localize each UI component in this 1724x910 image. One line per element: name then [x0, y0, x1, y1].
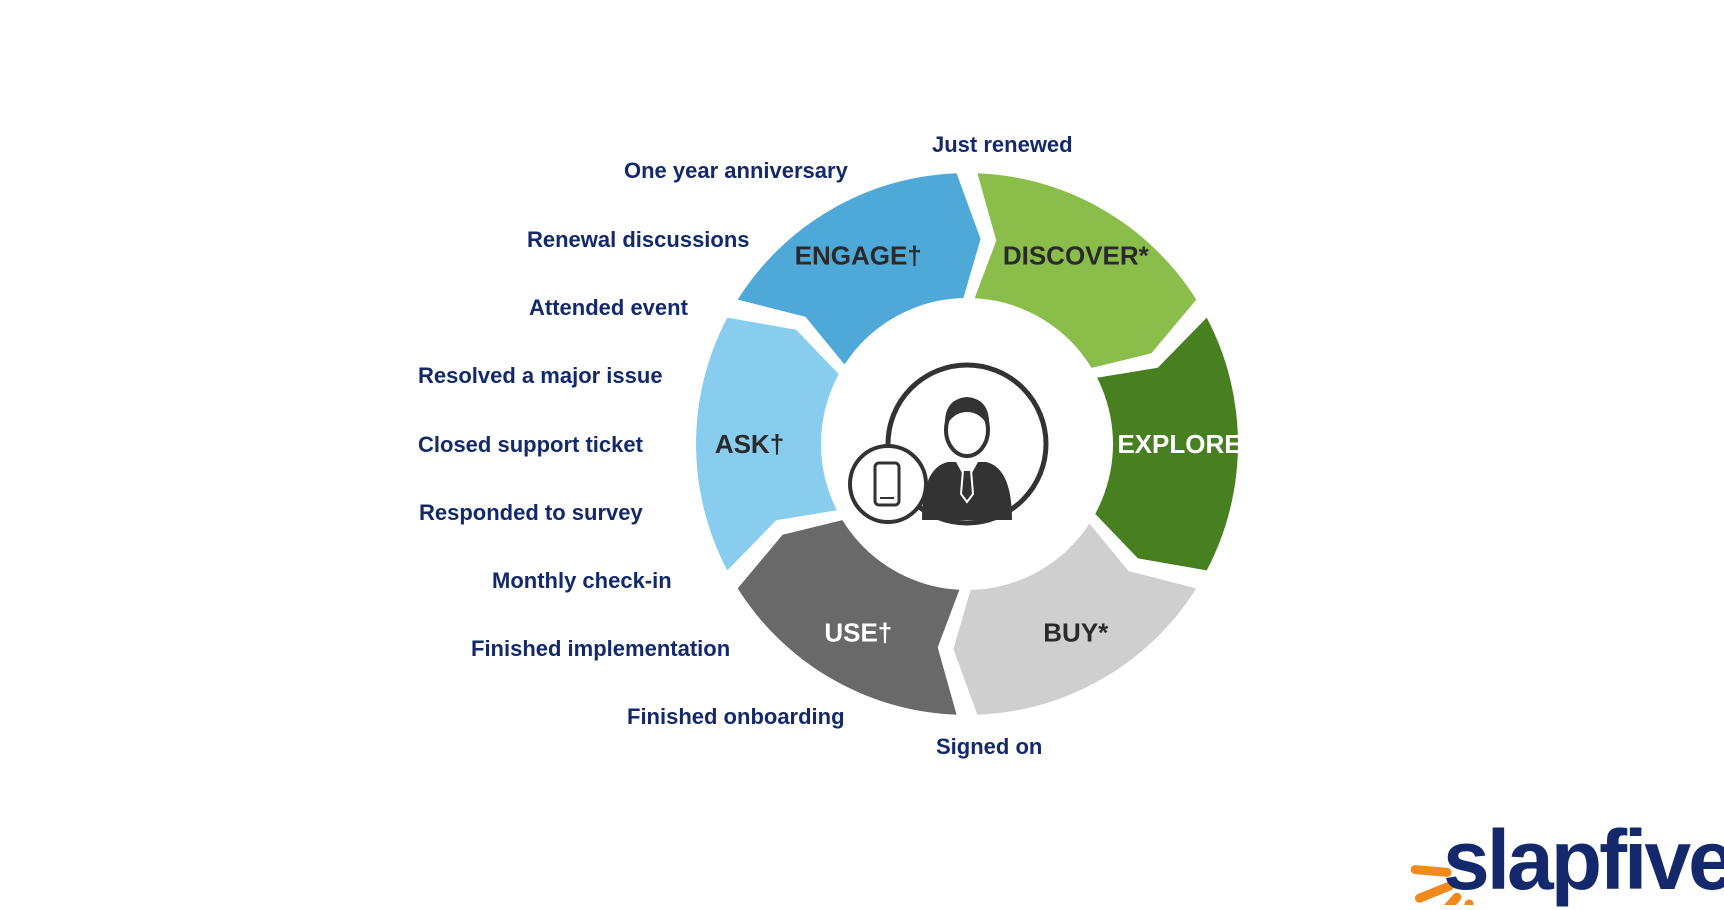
milestone-signed-on: Signed on	[936, 734, 1043, 759]
logo-ray-3	[1415, 881, 1454, 903]
milestone-finished-implementation: Finished implementation	[471, 636, 731, 661]
segment-ask	[696, 317, 844, 571]
logo-ray-4	[1410, 865, 1452, 877]
milestone-responded-to-survey: Responded to survey	[419, 500, 643, 525]
milestone-attended-event: Attended event	[529, 295, 688, 320]
segment-explore	[1090, 317, 1238, 571]
milestone-monthly-check-in: Monthly check-in	[492, 568, 672, 593]
segment-buy	[953, 518, 1197, 715]
cycle-segment-labels: DISCOVER* EXPLORE* BUY* USE† ASK† ENGAGE†	[715, 241, 1253, 648]
milestone-one-year-anniversary: One year anniversary	[624, 158, 848, 183]
segment-discover	[972, 173, 1197, 370]
milestone-renewal-discussions: Renewal discussions	[527, 227, 750, 252]
segment-engage	[737, 173, 981, 370]
logo-ray-2	[1443, 892, 1462, 905]
slapfive-logo-text: slapfive	[1443, 813, 1724, 907]
segment-label-use: USE†	[824, 617, 892, 647]
sun-rays-icon	[1410, 865, 1474, 905]
milestone-finished-onboarding: Finished onboarding	[627, 704, 845, 729]
segment-label-discover: DISCOVER*	[1003, 241, 1150, 271]
cycle-segments	[696, 173, 1238, 715]
segment-label-ask: ASK†	[715, 429, 784, 459]
milestone-closed-support-ticket: Closed support ticket	[418, 432, 643, 457]
milestone-just-renewed: Just renewed	[932, 132, 1073, 157]
segment-label-explore: EXPLORE*	[1117, 429, 1252, 459]
milestone-resolved-major-issue: Resolved a major issue	[418, 363, 663, 388]
segment-use	[737, 518, 962, 715]
segment-label-buy: BUY*	[1043, 617, 1109, 647]
mobile-phone-icon	[848, 444, 928, 524]
segment-label-engage: ENGAGE†	[795, 241, 922, 271]
slapfive-logo-rays	[1410, 865, 1474, 905]
